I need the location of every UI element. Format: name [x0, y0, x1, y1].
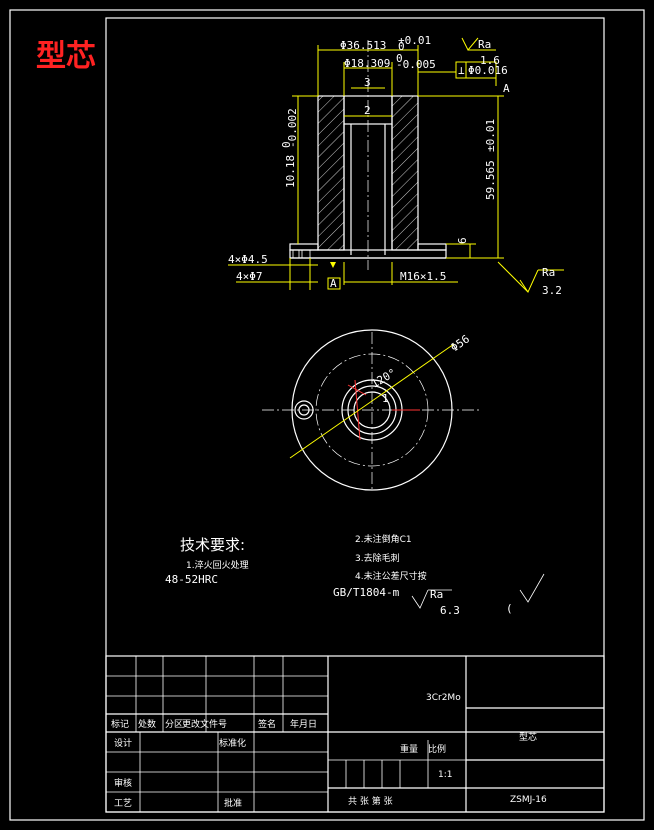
drawing-number: ZSMJ-16 [510, 795, 547, 805]
hdr-date: 年月日 [290, 718, 317, 730]
hdr-count: 处数 [138, 718, 156, 730]
datum-a-top: A [503, 82, 510, 95]
dim-height-total-tol: ±0.01 [484, 119, 497, 152]
outer-border [9, 9, 645, 821]
note-1b: 48-52HRC [165, 573, 218, 586]
dim-thread: M16×1.5 [400, 270, 446, 283]
dim-height-total: 59.565 [484, 160, 497, 200]
right-wall [391, 95, 419, 251]
ra-label-note: Ra [430, 588, 443, 601]
dim-height-left-tol-lo: -0.002 [286, 108, 299, 148]
dim-inner-tol-lo: -0.005 [396, 58, 436, 71]
lbl-approve: 批准 [224, 797, 242, 809]
dim-holes-1: 4×Φ4.5 [228, 253, 268, 266]
note-4b: GB/T1804-m [333, 586, 400, 599]
lbl-std: 标准化 [219, 737, 246, 749]
dim-angle: 120° [369, 366, 398, 391]
lbl-process: 工艺 [114, 798, 132, 809]
dim-outer: Φ36.513 [340, 39, 386, 52]
dim-holes-2: 4×Φ7 [236, 270, 263, 283]
dim-inner-tol-up: 0 [396, 52, 403, 65]
tolerance-frame: ⊥ Φ0.016 A Ra 1.6 [455, 37, 510, 95]
tolerance-value: Φ0.016 [468, 64, 508, 77]
technical-notes: 技术要求: 1.淬火回火处理 48-52HRC 2.未注倒角C1 3.去除毛刺 … [165, 533, 545, 617]
left-wall [317, 95, 345, 251]
ra-value-side: 3.2 [542, 284, 562, 297]
dimensions [228, 45, 529, 293]
dim-3: 3 [364, 76, 371, 89]
surface-finish-side: Ra 3.2 [519, 266, 564, 297]
note-2: 2.未注倒角C1 [355, 533, 412, 545]
ra-value-top: 1.6 [480, 54, 500, 67]
dim-outer-tol-lo: 0 [398, 40, 405, 53]
hdr-sign: 签名 [258, 718, 276, 730]
ra-label-side: Ra [542, 266, 555, 279]
corner-title: 型芯 [36, 39, 96, 74]
lbl-design: 设计 [114, 737, 132, 749]
ra-label-top: Ra [478, 38, 491, 51]
lbl-review: 审核 [114, 777, 132, 789]
note-3: 3.去除毛刺 [355, 552, 400, 564]
dim-one: 1 [382, 392, 389, 405]
scale-label: 比例 [428, 743, 446, 755]
note-1: 1.淬火回火处理 [186, 559, 249, 571]
weight-label: 重量 [400, 743, 418, 755]
section-view [289, 40, 447, 270]
svg-text:(: ( [506, 602, 513, 615]
note-4: 4.未注公差尺寸按 [355, 570, 427, 582]
dim-height-left: 10.18 [284, 155, 297, 188]
title-block: 3Cr2Mo 型芯 ZSMJ-16 重量 比例 1:1 共 张 第 张 标记 处… [105, 655, 605, 813]
dim-phi56: Φ56 [448, 332, 472, 354]
hdr-zone: 分区 [165, 719, 183, 730]
dim-2: 2 [364, 104, 371, 117]
material: 3Cr2Mo [426, 693, 461, 703]
notes-heading: 技术要求: [180, 536, 245, 554]
sheets: 共 张 第 张 [348, 795, 393, 807]
dim-6: 6 [456, 237, 469, 244]
scale-value: 1:1 [438, 770, 452, 780]
datum-a-bottom: A [330, 277, 337, 290]
dim-inner: Φ18.309 [344, 57, 390, 70]
hdr-mark: 标记 [111, 718, 129, 730]
part-name: 型芯 [519, 731, 537, 743]
dim-height-left-tol-up: 0 [280, 141, 293, 148]
perpendicular-symbol: ⊥ [458, 64, 465, 77]
ra-value-note: 6.3 [440, 604, 460, 617]
top-view: 1 Φ56 120° [262, 329, 482, 491]
hdr-change: 更改文件号 [182, 718, 227, 730]
dim-outer-tol-up: +0.01 [398, 34, 431, 47]
